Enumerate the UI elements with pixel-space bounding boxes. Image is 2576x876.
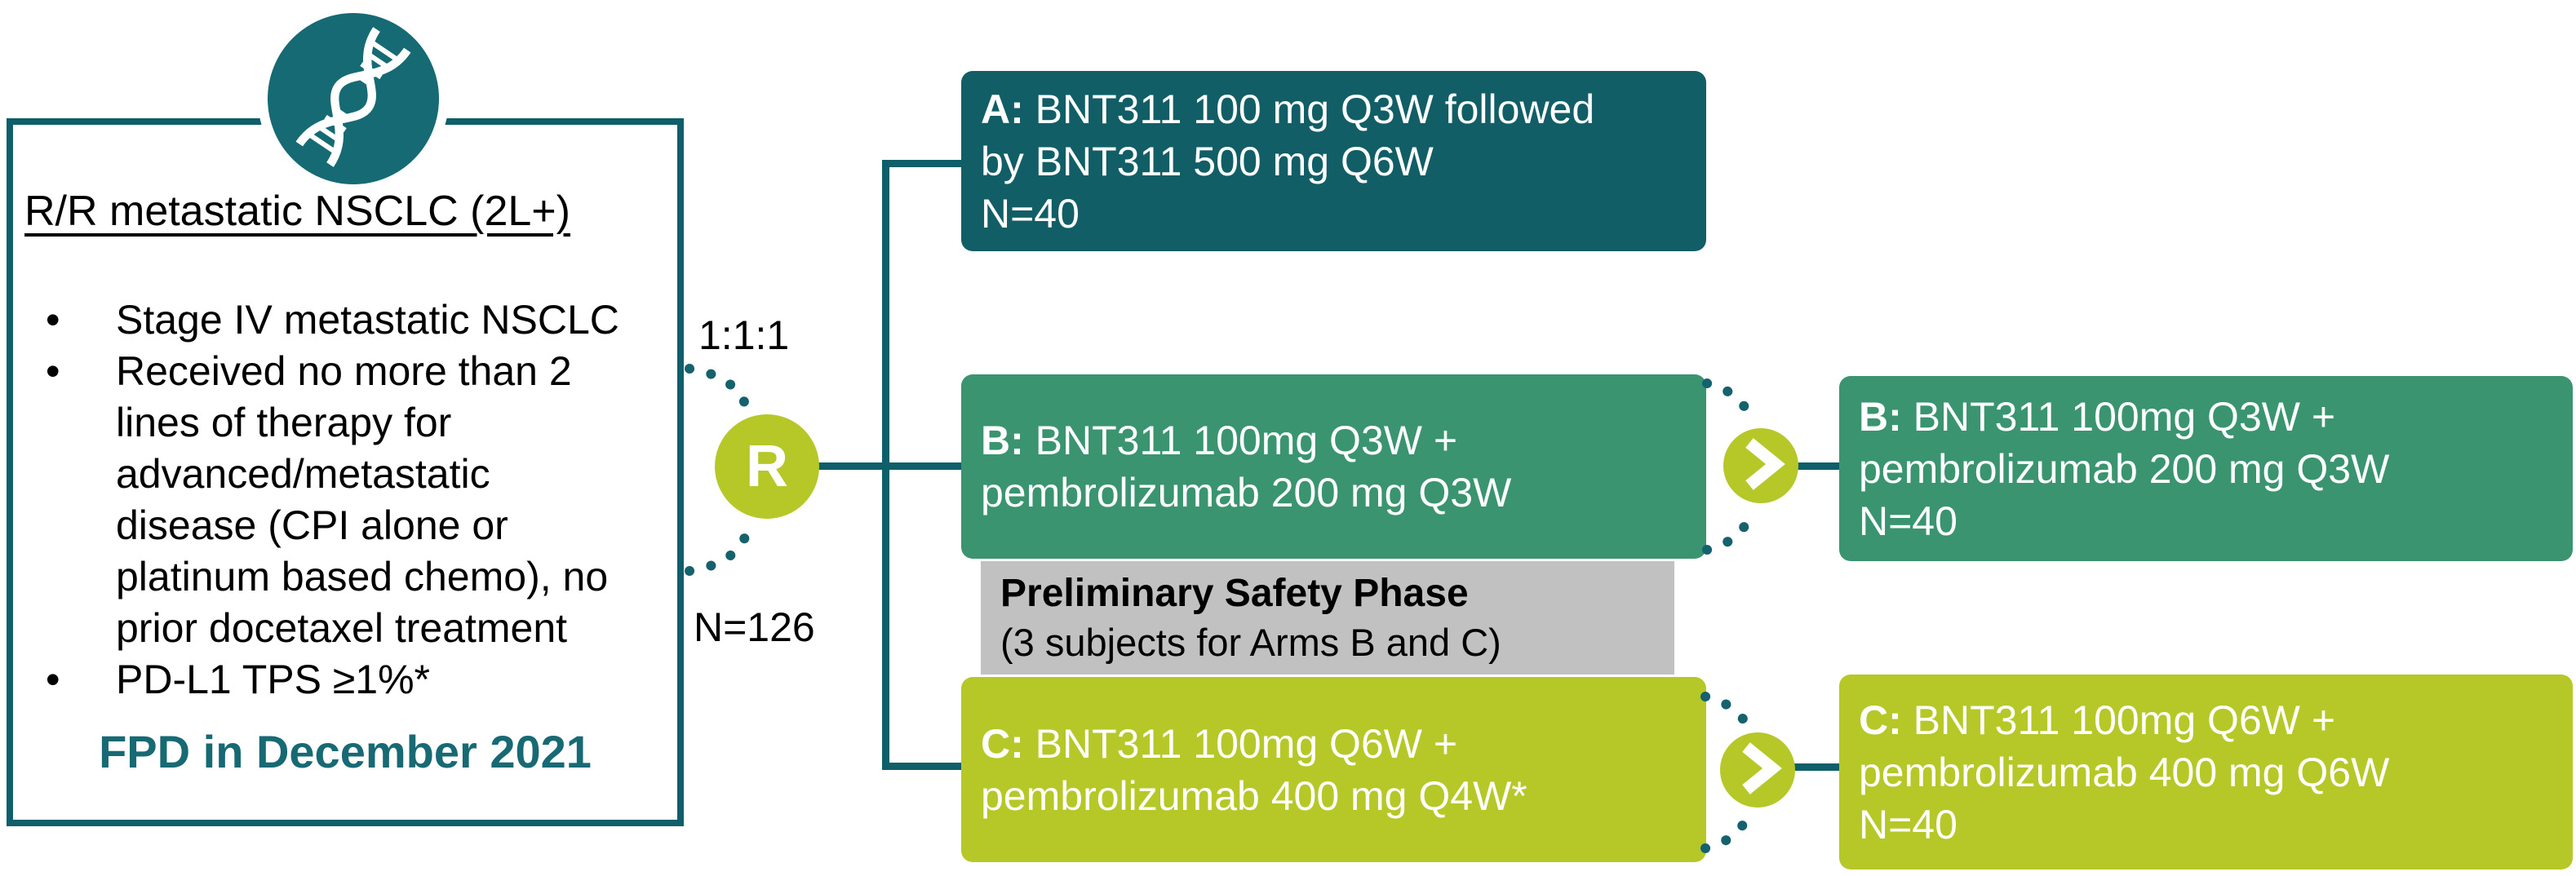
arm-b-label: B: — [981, 418, 1024, 463]
arm-c-text: BNT311 100mg Q6W + pembrolizumab 400 mg … — [981, 720, 1527, 819]
arm-b-connector — [809, 462, 964, 470]
arm-a-text: BNT311 100 mg Q3W followed by BNT311 500… — [981, 86, 1595, 237]
safety-phase-box: Preliminary Safety Phase (3 subjects for… — [981, 561, 1674, 675]
eligibility-bullet-list: Stage IV metastatic NSCLC Received no mo… — [24, 294, 672, 706]
chevron-right-icon — [1723, 427, 1798, 506]
bullet-item: Received no more than 2 lines of therapy… — [24, 346, 672, 654]
arm-a-box: A: BNT311 100 mg Q3W followed by BNT311 … — [961, 71, 1706, 251]
continuation-chevron-c — [1720, 732, 1795, 807]
bullet-item: PD-L1 TPS ≥1%* — [24, 654, 672, 706]
dna-icon — [292, 21, 415, 177]
randomization-symbol: R — [746, 434, 788, 499]
arm-c-continuation-label: C: — [1859, 697, 1902, 743]
safety-phase-title: Preliminary Safety Phase — [1000, 571, 1469, 615]
eligibility-box: R/R metastatic NSCLC (2L+) Stage IV meta… — [7, 118, 684, 826]
arm-b-continuation-text: BNT311 100mg Q3W + pembrolizumab 200 mg … — [1859, 393, 2390, 544]
randomization-arc-bottom — [685, 522, 753, 576]
arm-a-label: A: — [981, 86, 1024, 132]
safety-phase-subtitle: (3 subjects for Arms B and C) — [1000, 620, 1501, 664]
arm-b-arc-bottom — [1702, 505, 1757, 555]
arm-a-connector — [882, 160, 964, 167]
arm-b-continuation-label: B: — [1859, 393, 1902, 440]
randomization-ratio-label: 1:1:1 — [698, 312, 790, 358]
arm-c-box: C: BNT311 100mg Q6W + pembrolizumab 400 … — [961, 677, 1706, 862]
arm-c-label: C: — [981, 720, 1024, 767]
arm-c-arc-top — [1700, 692, 1755, 739]
arm-b-continuation-box: B: BNT311 100mg Q3W + pembrolizumab 200 … — [1839, 376, 2573, 561]
arm-c-continuation-box: C: BNT311 100mg Q6W + pembrolizumab 400 … — [1839, 675, 2573, 869]
arm-c-connector — [882, 763, 964, 770]
randomization-circle: R — [715, 414, 819, 519]
fpd-note: FPD in December 2021 — [99, 726, 592, 777]
continuation-chevron-b — [1723, 428, 1798, 503]
continuation-b-connector — [1793, 462, 1841, 470]
arm-b-box: B: BNT311 100mg Q3W + pembrolizumab 200 … — [961, 374, 1706, 559]
eligibility-title: R/R metastatic NSCLC (2L+) — [24, 188, 570, 235]
randomization-arc-top — [685, 364, 753, 419]
bullet-item: Stage IV metastatic NSCLC — [24, 294, 672, 346]
arm-c-continuation-text: BNT311 100mg Q6W + pembrolizumab 400 mg … — [1859, 697, 2390, 847]
chevron-right-icon — [1720, 731, 1795, 810]
total-enrollment-label: N=126 — [694, 604, 815, 650]
continuation-c-connector — [1793, 763, 1841, 771]
arm-b-text: BNT311 100mg Q3W + pembrolizumab 200 mg … — [981, 418, 1512, 515]
dna-badge — [258, 3, 449, 194]
arm-c-arc-bottom — [1700, 803, 1755, 853]
arm-b-arc-top — [1702, 378, 1757, 428]
